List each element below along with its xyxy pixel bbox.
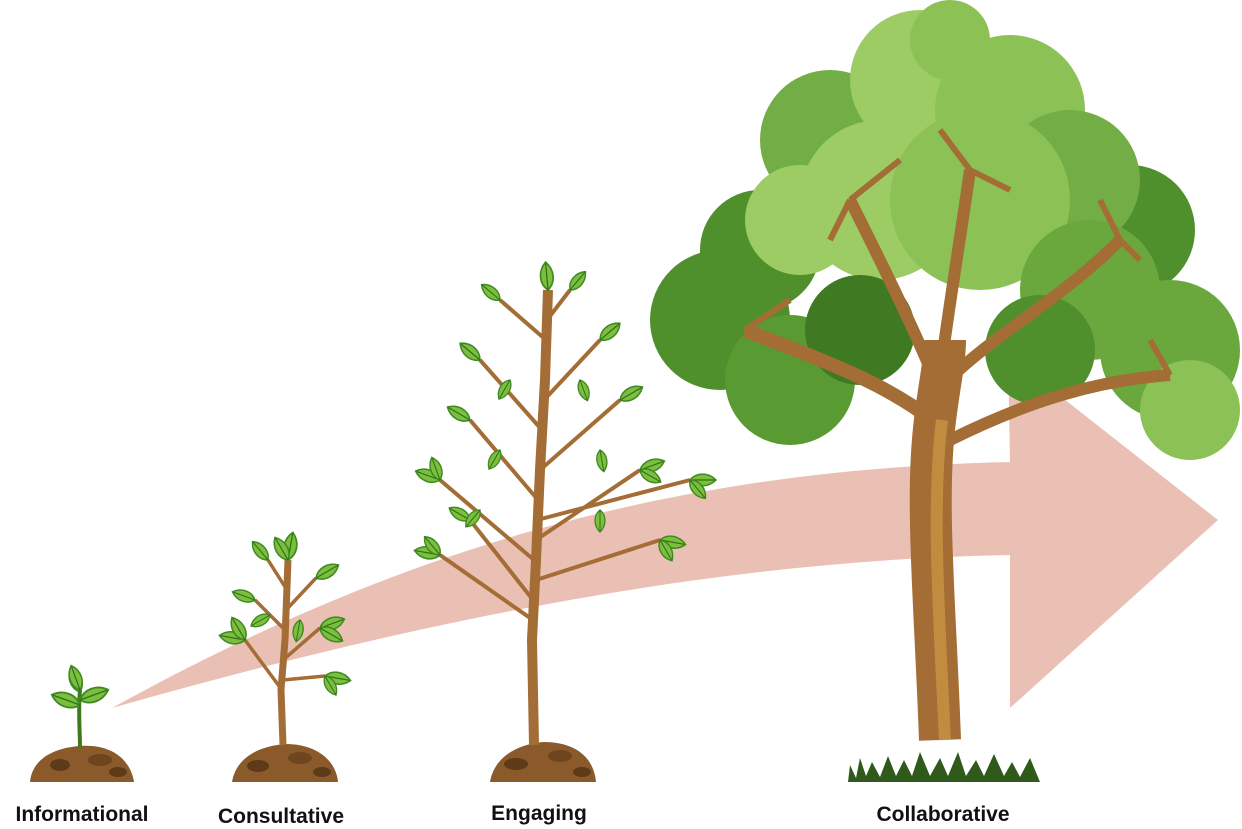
stage-label-consultative: Consultative — [218, 805, 344, 829]
sprout-icon — [30, 664, 134, 782]
mature-tree-icon — [650, 0, 1240, 782]
growth-arrow — [112, 355, 1218, 708]
stage-label-informational: Informational — [15, 803, 148, 827]
stage-label-engaging: Engaging — [491, 802, 587, 826]
stage-label-collaborative: Collaborative — [876, 803, 1009, 827]
